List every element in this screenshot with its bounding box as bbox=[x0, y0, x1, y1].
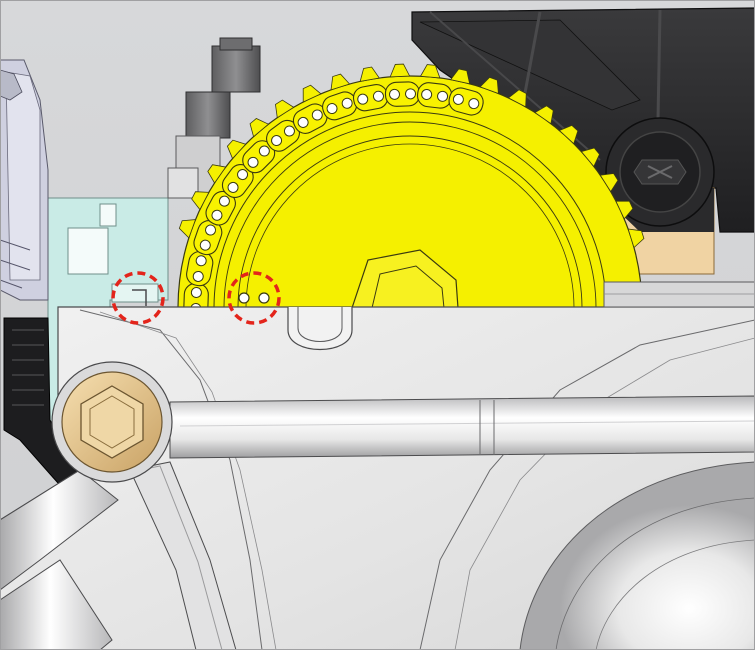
sprocket-tooth bbox=[419, 64, 441, 79]
chain-link bbox=[416, 82, 453, 109]
chain-link bbox=[322, 91, 358, 121]
sprocket-tooth bbox=[302, 84, 322, 103]
sprocket-dot-mark bbox=[258, 292, 270, 304]
chain-link bbox=[384, 81, 421, 107]
sprocket-tooth bbox=[507, 89, 527, 108]
sprocket-tooth bbox=[615, 200, 634, 220]
sprocket-center-nut bbox=[351, 249, 459, 307]
alignment-callouts bbox=[111, 271, 281, 325]
sprocket-dot-mark bbox=[238, 292, 250, 304]
side-shaft bbox=[0, 59, 49, 301]
chain-link bbox=[242, 140, 276, 174]
sprocket-tooth bbox=[359, 66, 381, 82]
chain-link bbox=[205, 190, 236, 226]
sprocket-tooth bbox=[226, 139, 247, 160]
chain-link bbox=[193, 220, 223, 256]
sprocket-tooth bbox=[558, 124, 579, 145]
chain-link bbox=[266, 119, 300, 152]
sprocket-tooth bbox=[449, 68, 471, 85]
sprocket-tooth bbox=[627, 228, 645, 249]
cover-bolt bbox=[51, 361, 173, 483]
sprocket-tooth bbox=[191, 191, 210, 211]
alignment-mark-cover-callout bbox=[111, 271, 165, 325]
sprocket-tooth bbox=[389, 63, 411, 78]
cover-notch-mark bbox=[132, 289, 147, 306]
alignment-mark-sprocket-callout bbox=[227, 271, 281, 325]
sprocket-tooth bbox=[178, 219, 197, 239]
sprocket-tooth bbox=[534, 105, 554, 125]
sprocket-tooth bbox=[207, 164, 227, 184]
sprocket-tooth bbox=[275, 99, 295, 119]
chain-link bbox=[186, 250, 214, 287]
sprocket-tooth bbox=[599, 173, 619, 193]
sprocket-tooth bbox=[580, 147, 600, 168]
sprocket-tooth bbox=[249, 118, 270, 138]
sprocket-tooth bbox=[479, 76, 499, 95]
sprocket-tooth bbox=[330, 73, 351, 91]
chain-link bbox=[352, 84, 389, 112]
chain-link bbox=[448, 87, 484, 116]
tensioner-pivot-bolt bbox=[605, 117, 715, 227]
timing-chain bbox=[183, 81, 484, 307]
